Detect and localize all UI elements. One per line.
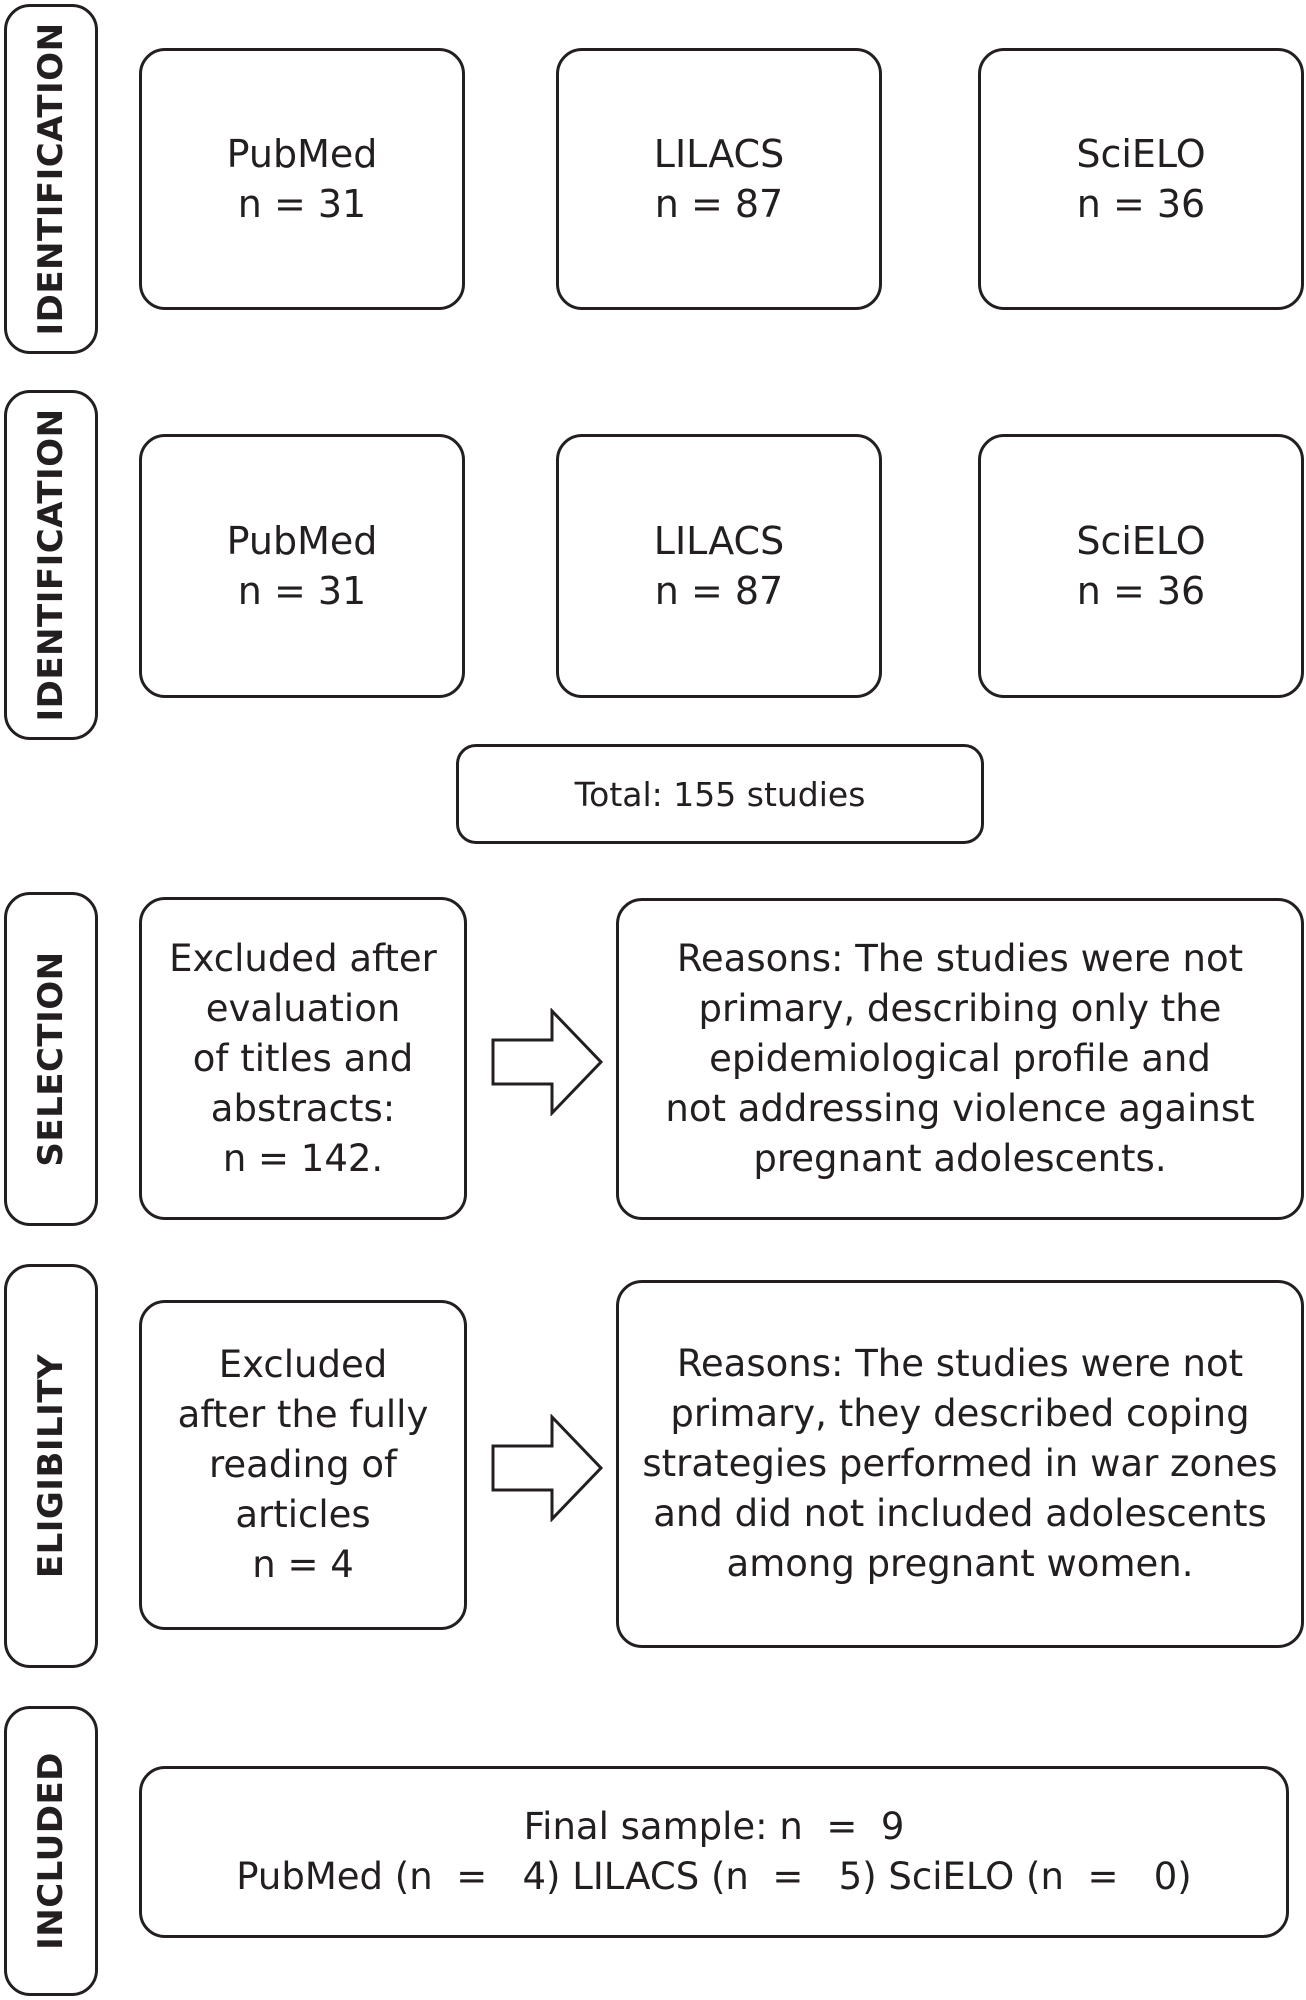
source-count: n = 36 [1076,569,1206,613]
excluded-line: reading of [209,1443,397,1486]
source-box-lilacs: LILACS n = 87 [556,434,882,698]
arrow-right-icon [491,1008,604,1116]
stage-label: ELIGIBILITY [31,1353,71,1579]
total-label: Total: 155 studies [574,774,866,814]
reason-line: epidemiological profile and [709,1037,1211,1080]
source-name: LILACS [653,519,785,563]
selection-excluded-box: Excluded after evaluation of titles and … [139,897,467,1220]
source-box-scielo: SciELO n = 36 [978,48,1304,310]
source-count: n = 87 [654,182,784,226]
source-name: PubMed [226,132,378,176]
stage-identification-1: IDENTIFICATION [4,4,98,354]
stage-label: SELECTION [31,951,71,1167]
reason-line: pregnant adolescents. [753,1137,1167,1180]
source-count: n = 31 [237,182,367,226]
excluded-line: Excluded [218,1343,388,1386]
included-box: Final sample: n = 9 PubMed (n = 4) LILAC… [139,1766,1289,1938]
excluded-line: n = 4 [252,1543,354,1586]
excluded-line: evaluation [205,986,401,1030]
selection-reasons-box: Reasons: The studies were not primary, d… [616,898,1304,1220]
reason-line: and did not included adolescents [653,1492,1267,1535]
source-name: SciELO [1076,132,1206,176]
reason-line: among pregnant women. [726,1542,1194,1585]
final-sample-breakdown: PubMed (n = 4) LILACS (n = 5) SciELO (n … [236,1855,1192,1898]
total-box: Total: 155 studies [456,744,984,844]
stage-selection: SELECTION [4,892,98,1226]
final-sample-line: Final sample: n = 9 [523,1805,905,1848]
source-box-lilacs: LILACS n = 87 [556,48,882,310]
source-count: n = 87 [654,569,784,613]
reason-line: primary, they described coping [670,1392,1250,1435]
source-box-scielo: SciELO n = 36 [978,434,1304,698]
excluded-line: after the fully [177,1393,429,1436]
source-box-pubmed: PubMed n = 31 [139,434,465,698]
reason-line: not addressing violence against [665,1087,1255,1130]
excluded-line: n = 142. [222,1136,384,1180]
stage-identification-2: IDENTIFICATION [4,390,98,740]
reason-line: Reasons: The studies were not [676,937,1244,980]
reason-line: Reasons: The studies were not [676,1342,1244,1385]
stage-included: INCLUDED [4,1706,98,1996]
eligibility-reasons-box: Reasons: The studies were not primary, t… [616,1280,1304,1648]
reason-line: strategies performed in war zones [642,1442,1278,1485]
eligibility-excluded-box: Excluded after the fully reading of arti… [139,1300,467,1630]
stage-label: IDENTIFICATION [31,408,71,722]
source-name: SciELO [1076,519,1206,563]
excluded-line: articles [235,1493,371,1536]
excluded-line: of titles and [192,1036,414,1080]
stage-eligibility: ELIGIBILITY [4,1264,98,1668]
excluded-line: abstracts: [210,1086,396,1130]
excluded-line: Excluded after [169,936,437,980]
arrow-right-icon [491,1414,604,1522]
source-name: LILACS [653,132,785,176]
stage-label: IDENTIFICATION [31,22,71,336]
reason-line: primary, describing only the [698,987,1222,1030]
source-box-pubmed: PubMed n = 31 [139,48,465,310]
source-name: PubMed [226,519,378,563]
source-count: n = 31 [237,569,367,613]
source-count: n = 36 [1076,182,1206,226]
stage-label: INCLUDED [31,1752,71,1950]
